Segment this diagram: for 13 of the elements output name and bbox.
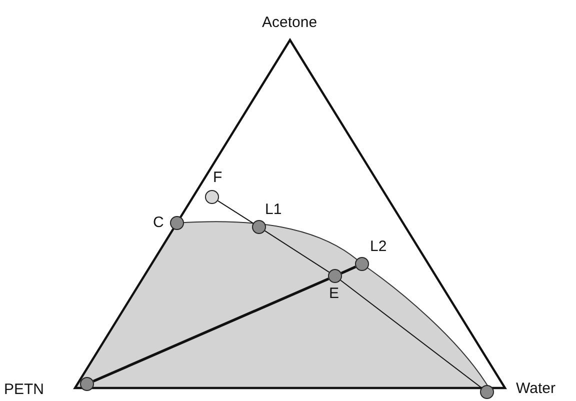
point-label: C bbox=[153, 214, 164, 231]
point-label: E bbox=[329, 285, 340, 302]
vertex-label: PETN bbox=[4, 381, 44, 398]
connecting-line bbox=[340, 280, 482, 388]
connecting-line bbox=[217, 200, 254, 224]
tie-line bbox=[92, 278, 330, 382]
point-label: L2 bbox=[370, 238, 387, 255]
vertex-label: Water bbox=[516, 380, 556, 397]
point-label: F bbox=[213, 169, 222, 186]
connecting-line bbox=[264, 230, 330, 273]
vertex-label: Acetone bbox=[262, 14, 318, 31]
point-label: L1 bbox=[265, 201, 282, 218]
tie-line bbox=[340, 266, 356, 274]
